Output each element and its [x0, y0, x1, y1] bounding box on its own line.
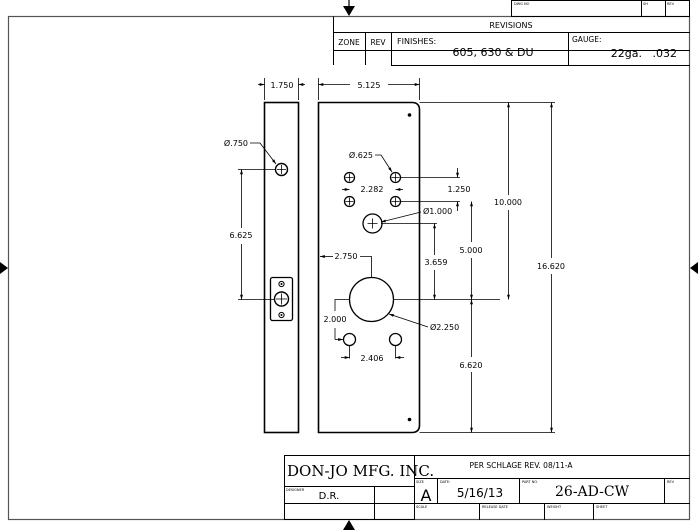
dim-small-hole-spacing-v: 1.250: [448, 185, 471, 194]
designer-label: DESIGNER: [286, 488, 305, 492]
dim-center-to-bottom: 6.620: [460, 361, 483, 370]
rev-column-label: REV: [370, 38, 386, 47]
release-date-label: RELEASE DATE: [482, 505, 508, 509]
gauge-value: 22ga. .032: [611, 47, 677, 60]
zone-label: ZONE: [338, 38, 360, 47]
part-no-value: 26-AD-CW: [555, 484, 630, 500]
dim-lower-holes-spacing: 2.406: [361, 354, 384, 363]
dim-small-to-center: 5.000: [460, 246, 483, 255]
revisions-block: [333, 0, 690, 66]
dim-edge-width: 1.750: [271, 81, 294, 90]
title-block: [284, 455, 690, 520]
drawing-note: PER SCHLAGE REV. 08/11-A: [470, 461, 574, 470]
dwg-no-label: DWG NO: [514, 2, 530, 6]
dim-mid-to-center: 3.659: [425, 258, 448, 267]
dim-small-hole-spacing-h: 2.282: [361, 185, 384, 194]
right-center-mark-icon: [690, 262, 698, 274]
left-center-mark-icon: [0, 262, 8, 274]
designer-value: D.R.: [319, 491, 340, 502]
scale-label: SCALE: [416, 505, 427, 509]
dim-large-hole-dia: Ø2.250: [430, 322, 459, 332]
finishes-value: 605, 630 & DU: [452, 46, 533, 59]
dim-plate-width: 5.125: [358, 81, 381, 90]
rev-top-label: REV: [667, 2, 675, 6]
edge-top-hole: [274, 162, 289, 177]
size-label: SIZE: [416, 480, 424, 484]
part-no-label: PART NO.: [522, 480, 538, 484]
date-value: 5/16/13: [457, 486, 503, 500]
size-value: A: [421, 486, 432, 505]
sheet-border: [7, 15, 691, 521]
finishes-label: FINISHES:: [397, 37, 436, 46]
dim-edge-hole-dia: Ø.750: [224, 138, 248, 148]
dim-mid-hole-dia: Ø1.000: [423, 206, 452, 216]
strike-mortise: [269, 276, 294, 322]
gauge-label: GAUGE:: [572, 35, 602, 44]
company-name: DON-JO MFG. INC.: [287, 462, 434, 480]
sh-label: SH: [643, 2, 648, 6]
weight-label: WEIGHT: [547, 505, 562, 509]
bottom-center-mark-icon: [343, 520, 355, 530]
revisions-title: REVISIONS: [489, 21, 532, 30]
dim-small-hole-dia: Ø.625: [349, 150, 373, 160]
sheet-label: SHEET: [596, 505, 608, 509]
rev-bottom-label: REV: [667, 480, 675, 484]
date-label: DATE:: [440, 480, 450, 484]
dimension-lines: [238, 78, 555, 433]
edge-view: [263, 101, 300, 434]
dim-edge-hole-spacing: 6.625: [230, 231, 253, 240]
plate-front-view: [317, 101, 421, 434]
dim-overall-height: 16.620: [537, 262, 565, 271]
dim-lower-holes-offset: 2.000: [324, 315, 347, 324]
top-center-mark-icon: [343, 6, 355, 16]
dim-top-to-center: 10.000: [494, 198, 522, 207]
dim-center-from-left: 2.750: [335, 252, 358, 261]
